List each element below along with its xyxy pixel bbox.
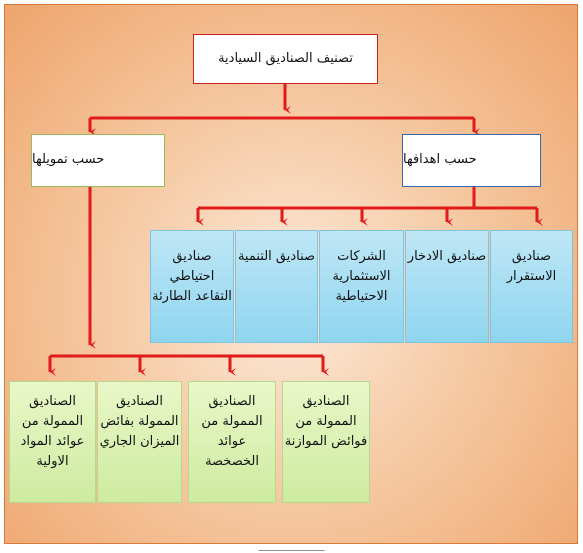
footer-note: ــــــــــــــــــــــــــــ [258, 544, 325, 553]
funding-box-privatization: الصناديق الممولة من عوائد الخصخصة [188, 381, 276, 503]
funding-box-current-account: الصناديق الممولة بفائض الميزان الجاري [97, 381, 182, 503]
by-goals-box: حسب اهدافها [402, 134, 541, 187]
by-funding-box: حسب تمويلها [31, 134, 165, 187]
goal-box-pension-reserve: صناديق احتياطي التقاعد الطارئة [150, 230, 234, 343]
funding-box-budget-surplus: الصناديق الممولة من فوائض الموازنة [282, 381, 370, 503]
title-box: تصنيف الصناديق السيادية [193, 34, 378, 84]
goal-box-savings: صناديق الادخار [405, 230, 489, 343]
goal-box-stabilization: صناديق الاستقرار [490, 230, 573, 343]
goal-box-development: صناديق التنمية [235, 230, 318, 343]
goal-box-investment-reserve: الشركات الاستثمارية الاحتياطية [319, 230, 404, 343]
funding-box-commodities: الصناديق الممولة من عوائد المواد الاولية [9, 381, 96, 503]
